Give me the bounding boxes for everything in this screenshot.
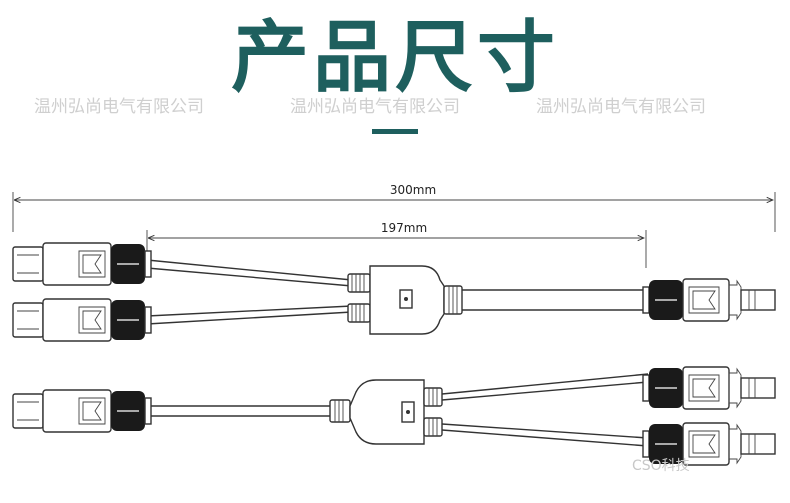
- branch-body: [329, 379, 443, 445]
- branch-body: [347, 265, 463, 335]
- cable: [441, 429, 649, 447]
- branch-length-label: 197mm: [380, 221, 428, 235]
- overall-length-label: 300mm: [389, 183, 437, 197]
- cable: [441, 381, 649, 401]
- page-title: 产品尺寸: [230, 13, 559, 103]
- title-underline: [372, 129, 418, 134]
- cable: [146, 311, 353, 325]
- cable: [441, 373, 649, 395]
- mc4-connector: [642, 278, 776, 322]
- mc4-connector: [642, 366, 776, 410]
- mc4-connector: [12, 389, 152, 433]
- watermark-text: 温州弘尚电气有限公司: [290, 97, 460, 117]
- corner-watermark: CSO科技: [632, 458, 690, 474]
- mc4-connector: [12, 298, 152, 342]
- cable: [146, 305, 353, 317]
- watermark-text: 温州弘尚电气有限公司: [536, 97, 706, 117]
- mc4-connector: [12, 242, 152, 286]
- watermark-text: 温州弘尚电气有限公司: [34, 97, 204, 117]
- cable: [441, 423, 649, 439]
- cable: [146, 259, 353, 281]
- cable: [146, 267, 353, 287]
